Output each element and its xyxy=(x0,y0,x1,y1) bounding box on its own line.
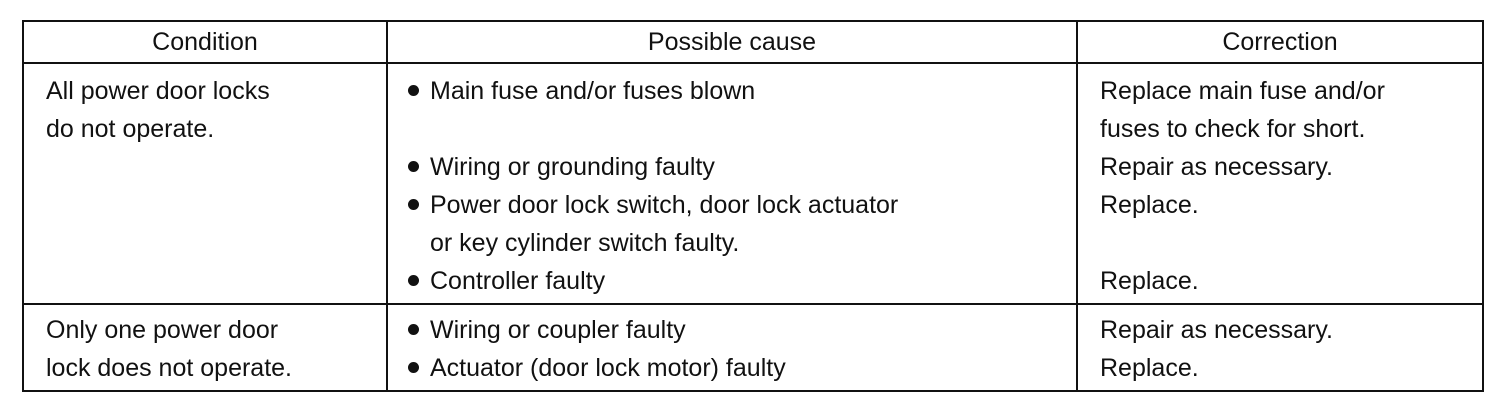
cause-text: Main fuse and/or fuses blown xyxy=(430,77,756,105)
correction-text: Replace main fuse and/or xyxy=(1100,77,1385,105)
cause-item: Wiring or grounding faulty xyxy=(408,148,1066,186)
spacer-line xyxy=(408,110,1066,148)
cause-text: Wiring or grounding faulty xyxy=(430,153,715,181)
cause-text: Wiring or coupler faulty xyxy=(430,316,686,344)
header-row: Condition Possible cause Correction xyxy=(22,20,1484,64)
bullet-icon xyxy=(408,148,430,186)
cause-text: Power door lock switch, door lock actuat… xyxy=(430,191,899,219)
cause-text: Controller faulty xyxy=(430,267,606,295)
condition-text: Only one power door xyxy=(46,316,279,344)
cause-text: Actuator (door lock motor) faulty xyxy=(430,354,786,382)
cause-cell: Main fuse and/or fuses blown Wiring or g… xyxy=(386,62,1078,305)
table-row: Only one power door lock does not operat… xyxy=(22,303,1484,392)
condition-cell: Only one power door lock does not operat… xyxy=(22,303,388,392)
table-row: All power door locks do not operate. Mai… xyxy=(22,62,1484,305)
header-correction: Correction xyxy=(1076,20,1484,64)
correction-text: Repair as necessary. xyxy=(1100,153,1333,181)
correction-text: Replace. xyxy=(1100,267,1199,295)
correction-text: Replace. xyxy=(1100,191,1199,219)
cause-item: Controller faulty xyxy=(408,262,1066,300)
correction-text: Repair as necessary. xyxy=(1100,316,1333,344)
condition-text: do not operate. xyxy=(46,115,215,143)
cause-cell: Wiring or coupler faulty Actuator (door … xyxy=(386,303,1078,392)
bullet-icon xyxy=(408,72,430,110)
bullet-icon xyxy=(408,311,430,349)
condition-cell: All power door locks do not operate. xyxy=(22,62,388,305)
cause-item: Actuator (door lock motor) faulty xyxy=(408,349,1066,387)
condition-text: lock does not operate. xyxy=(46,354,292,382)
correction-text: Replace. xyxy=(1100,354,1199,382)
spacer-line xyxy=(1100,224,1472,262)
cause-item-continuation: or key cylinder switch faulty. xyxy=(408,224,1066,262)
cause-item: Power door lock switch, door lock actuat… xyxy=(408,186,1066,224)
header-condition: Condition xyxy=(22,20,388,64)
correction-cell: Replace main fuse and/or fuses to check … xyxy=(1076,62,1484,305)
troubleshooting-table: Condition Possible cause Correction All … xyxy=(22,20,1484,392)
bullet-icon xyxy=(408,262,430,300)
condition-text: All power door locks xyxy=(46,77,270,105)
cause-text: or key cylinder switch faulty. xyxy=(430,229,740,257)
correction-cell: Repair as necessary. Replace. xyxy=(1076,303,1484,392)
correction-text: fuses to check for short. xyxy=(1100,115,1366,143)
bullet-icon xyxy=(408,349,430,387)
cause-item: Main fuse and/or fuses blown xyxy=(408,72,1066,110)
header-possible-cause: Possible cause xyxy=(386,20,1078,64)
bullet-icon xyxy=(408,186,430,224)
cause-item: Wiring or coupler faulty xyxy=(408,311,1066,349)
